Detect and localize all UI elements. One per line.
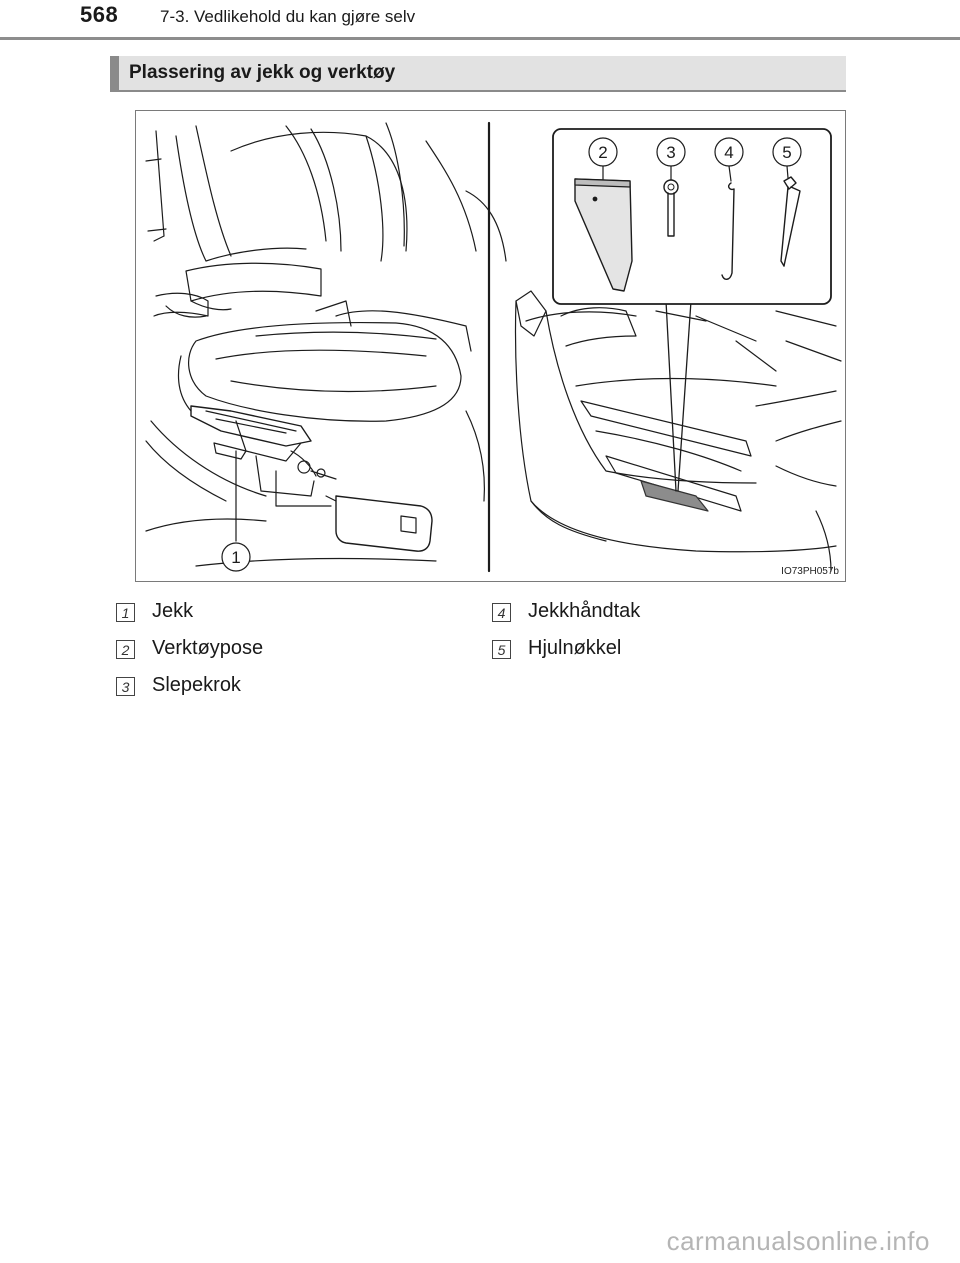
chapter-title: 7-3. Vedlikehold du kan gjøre selv: [160, 7, 415, 27]
watermark: carmanualsonline.info: [667, 1226, 930, 1257]
legend-label: Slepekrok: [152, 674, 241, 697]
svg-text:4: 4: [724, 143, 733, 162]
callout-4: 4: [715, 138, 743, 166]
legend-number: 1: [116, 603, 135, 622]
legend-label: Jekk: [152, 600, 193, 623]
callout-3: 3: [657, 138, 685, 166]
callout-1: 1: [222, 543, 250, 571]
svg-text:3: 3: [666, 143, 675, 162]
trunk-illustration: [516, 291, 841, 571]
svg-text:5: 5: [782, 143, 791, 162]
page-number: 568: [80, 2, 118, 28]
figure-code: IO73PH057b: [781, 566, 839, 577]
header-rule: [0, 37, 960, 40]
legend-label: Hjulnøkkel: [528, 637, 621, 660]
legend-label: Jekkhåndtak: [528, 600, 640, 623]
seat-illustration: [146, 123, 506, 566]
legend-label: Verktøypose: [152, 637, 263, 660]
callout-5: 5: [773, 138, 801, 166]
legend-number: 3: [116, 677, 135, 696]
page-header: 568 7-3. Vedlikehold du kan gjøre selv: [0, 0, 960, 42]
svg-text:2: 2: [598, 143, 607, 162]
svg-text:1: 1: [231, 548, 240, 567]
illustration: 1 2 3 4 5: [136, 111, 845, 581]
figure-jack-tool-location: 1 2 3 4 5 IO73PH057b: [135, 110, 846, 582]
section-heading-bar: [110, 56, 119, 90]
legend-number: 4: [492, 603, 511, 622]
section-heading: Plassering av jekk og verktøy: [110, 56, 846, 92]
callout-2: 2: [589, 138, 617, 166]
legend-number: 2: [116, 640, 135, 659]
section-title: Plassering av jekk og verktøy: [129, 62, 395, 84]
legend-number: 5: [492, 640, 511, 659]
